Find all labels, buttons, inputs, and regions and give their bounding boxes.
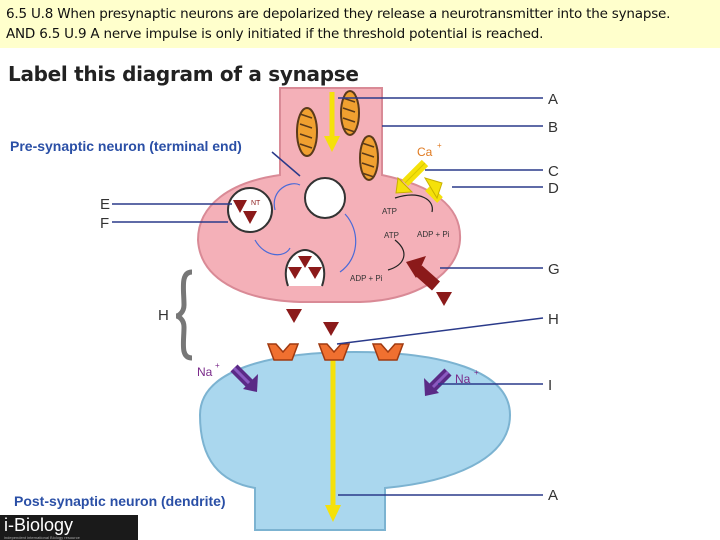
logo-text: i-Biology [4, 515, 74, 535]
nt-cleft-molecule [286, 309, 302, 323]
receptor-3 [371, 343, 405, 361]
presynaptic-label: Pre-synaptic neuron (terminal end) [10, 138, 242, 154]
label-c: C [548, 163, 559, 180]
atp-arrow-1 [394, 194, 433, 213]
logo-subtext: independent international Biology resour… [4, 535, 80, 540]
ca-label: Ca [417, 145, 433, 159]
recycle-arrow-mid [339, 213, 357, 273]
mitochondrion-1 [296, 107, 318, 157]
recycle-arrow-upper [273, 183, 301, 211]
nt-cleft-molecule [436, 292, 452, 306]
nt-molecule [298, 256, 312, 268]
na-label-left: Na [197, 365, 213, 379]
mitochondrion-3 [359, 135, 379, 181]
nt-label: NT [251, 200, 261, 207]
sodium-channel-left [230, 364, 258, 392]
na-superscript-right: + [474, 368, 479, 377]
na-superscript-left: + [215, 361, 220, 370]
label-a-bottom: A [548, 487, 558, 504]
impulse-arrowhead-post [325, 505, 341, 522]
impulse-arrowhead-pre [324, 136, 340, 152]
nt-molecule [243, 211, 257, 224]
ibiology-logo: i-Biology independent international Biol… [0, 515, 138, 540]
mitochondrion-2 [340, 90, 360, 136]
label-h-right: H [548, 311, 559, 328]
diagram-title: Label this diagram of a synapse [8, 62, 359, 86]
empty-vesicle [304, 177, 346, 219]
label-f: F [100, 215, 109, 232]
nt-molecule [308, 267, 322, 279]
label-e: E [100, 196, 110, 213]
receptor-2 [317, 343, 351, 361]
postsynaptic-label: Post-synaptic neuron (dendrite) [14, 493, 226, 509]
header-line-1: 6.5 U.8 When presynaptic neurons are dep… [6, 6, 671, 22]
adp-label-1: ADP + Pi [417, 230, 450, 239]
label-d: D [548, 180, 559, 197]
nt-cleft-molecule [323, 322, 339, 336]
header-line-2: AND 6.5 U.9 A nerve impulse is only init… [6, 26, 544, 42]
atp-label-2: ATP [384, 231, 399, 240]
nt-molecule [233, 200, 247, 213]
na-label-right: Na [455, 372, 471, 386]
header-banner: 6.5 U.8 When presynaptic neurons are dep… [0, 0, 720, 48]
ca-superscript: + [437, 141, 442, 150]
label-i: I [548, 377, 552, 394]
synaptic-cleft-brace [175, 269, 193, 361]
label-a-top: A [548, 91, 558, 108]
calcium-channel [395, 159, 443, 203]
leader-h [336, 317, 544, 345]
recycle-arrow-left [254, 239, 291, 256]
label-h-left: H [158, 307, 169, 324]
nt-vesicle [227, 187, 273, 233]
pump-arrow [406, 256, 440, 291]
label-b: B [548, 119, 558, 136]
nt-molecule [288, 267, 302, 279]
label-g: G [548, 261, 560, 278]
sodium-channel-right [424, 368, 452, 396]
adp-label-2: ADP + Pi [350, 274, 383, 283]
atp-label-1: ATP [382, 207, 397, 216]
receptor-1 [266, 343, 300, 361]
leader-pre [271, 151, 301, 177]
atp-arrow-2 [387, 239, 405, 271]
